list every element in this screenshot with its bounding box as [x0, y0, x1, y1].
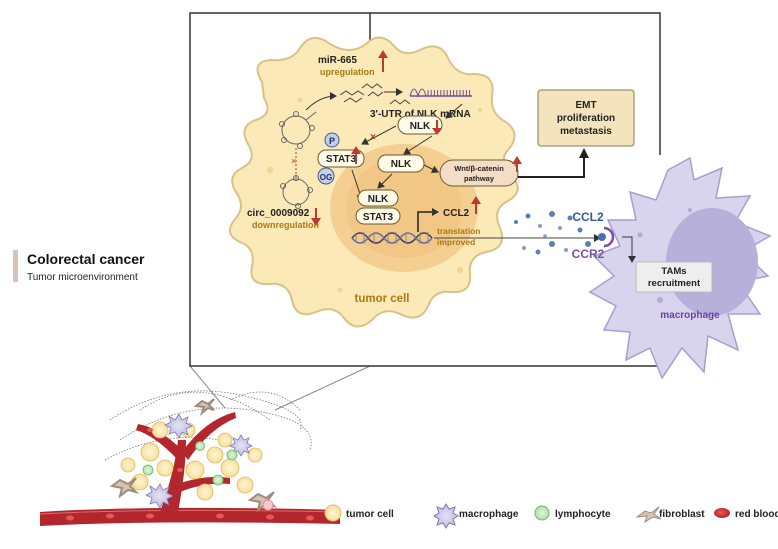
stat3-complex-label: STAT3 — [363, 212, 394, 223]
legend-label-2: lymphocyte — [555, 509, 611, 520]
circ-status: downregulation — [252, 220, 319, 230]
wnt-label-2: pathway — [464, 174, 495, 183]
outcome-line-3: metastasis — [560, 126, 612, 137]
mir665-label: miR-665 — [318, 55, 357, 66]
macrophage-label: macrophage — [660, 310, 720, 321]
tumor-cell-label: tumor cell — [355, 293, 410, 305]
zoom-line-left — [189, 365, 226, 409]
legend-label-1: macrophage — [459, 509, 519, 520]
zoom-line-right — [274, 365, 371, 411]
ccr2-receptor-label: CCR2 — [572, 247, 605, 261]
nlk-cytoplasm-node — [397, 115, 443, 135]
mir665-up-arrow — [378, 50, 388, 72]
circ-label: circ_0009092 — [247, 208, 310, 219]
nlk-complex-label: NLK — [368, 194, 389, 205]
outcome-line-1: EMT — [575, 100, 596, 111]
phospho-badge-label: P — [329, 136, 335, 146]
lymphocyte-icon — [534, 505, 550, 521]
macrophage-icon — [433, 503, 459, 529]
og-badge-label: OG — [320, 173, 332, 182]
ccl2-gene-label: CCL2 — [443, 208, 470, 219]
circrna-icon-top — [279, 111, 317, 149]
tumor-cell-icon — [324, 504, 342, 522]
mirna-hairpin-icons — [339, 83, 411, 105]
ccl2-secreted-dots — [514, 211, 591, 255]
nlk-down-arrow — [432, 120, 442, 135]
wnt-label-1: Wnt/β-catenin — [454, 164, 504, 173]
stat3-cytoplasm-node — [317, 149, 365, 168]
stat3-outer-label: STAT3 — [326, 154, 357, 165]
stat3-up-arrow — [351, 146, 361, 164]
wnt-pathway-node — [439, 159, 519, 187]
zoom-frame — [189, 12, 370, 367]
fibroblast-icon — [635, 506, 662, 524]
og-badge — [317, 167, 335, 185]
circrna-icon-bottom — [280, 175, 313, 209]
legend-item-4: red blood cell — [714, 508, 778, 520]
side-title-bar — [13, 250, 18, 282]
tumor-microenvironment-illustration — [39, 390, 341, 526]
dna-helix-icon — [351, 232, 433, 244]
ccr2-receptor-icon — [598, 226, 615, 248]
translation-label-2: improved — [437, 237, 475, 247]
legend: tumor cell macrophage lymphocyte fibroblast… — [324, 503, 778, 529]
nlk-mrna-label: 3'-UTR of NLK mRNA — [370, 109, 471, 120]
nlk-nucleus-node — [377, 154, 425, 173]
legend-item-1: macrophage — [433, 503, 519, 529]
tam-recruitment-box — [635, 261, 713, 293]
circ-down-arrow — [311, 208, 321, 226]
legend-label-4: red blood cell — [735, 509, 778, 520]
stat3-complex-node — [355, 207, 401, 225]
svg-text:×: × — [370, 132, 376, 143]
side-title-main: Colorectal cancer — [27, 251, 145, 267]
translation-label-1: translation — [437, 226, 480, 236]
legend-label-0: tumor cell — [346, 509, 394, 520]
legend-item-0: tumor cell — [324, 504, 394, 522]
nlk-top-label: NLK — [410, 121, 431, 132]
red-blood-cell-icon — [714, 508, 730, 518]
ccl2-up-arrow — [471, 196, 481, 214]
wnt-up-arrow — [512, 156, 522, 172]
outcome-box — [537, 89, 635, 147]
svg-text:×: × — [291, 156, 296, 166]
phospho-badge — [324, 132, 340, 148]
tam-label-2: recruitment — [648, 278, 701, 289]
side-title-sub: Tumor microenvironment — [27, 272, 138, 283]
ccl2-ligand-label: CCL2 — [572, 210, 604, 224]
legend-label-3: fibroblast — [659, 509, 705, 520]
outcome-line-2: proliferation — [557, 113, 615, 124]
tam-label-1: TAMs — [661, 266, 686, 277]
legend-item-3: fibroblast — [635, 506, 705, 524]
nlk-complex-node — [357, 189, 399, 207]
nlk-nucleus-label: NLK — [391, 159, 412, 170]
mir665-status: upregulation — [320, 67, 375, 77]
legend-item-2: lymphocyte — [534, 505, 611, 521]
